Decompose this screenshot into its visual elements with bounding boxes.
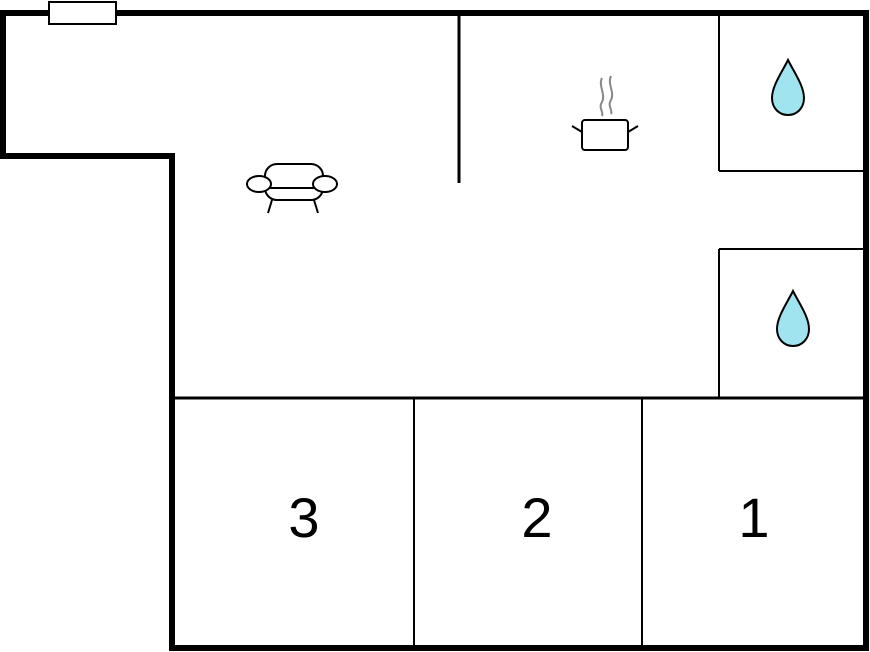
sofa-icon [246,163,338,214]
water-drop-icon [775,288,811,348]
room-label-2: 2 [521,486,552,549]
room-label-3: 3 [288,486,319,549]
outer-wall [0,10,869,651]
window [48,1,117,25]
room-label-1: 1 [738,486,769,549]
water-drop-icon [770,57,806,117]
cooking-pot-icon [571,75,639,151]
